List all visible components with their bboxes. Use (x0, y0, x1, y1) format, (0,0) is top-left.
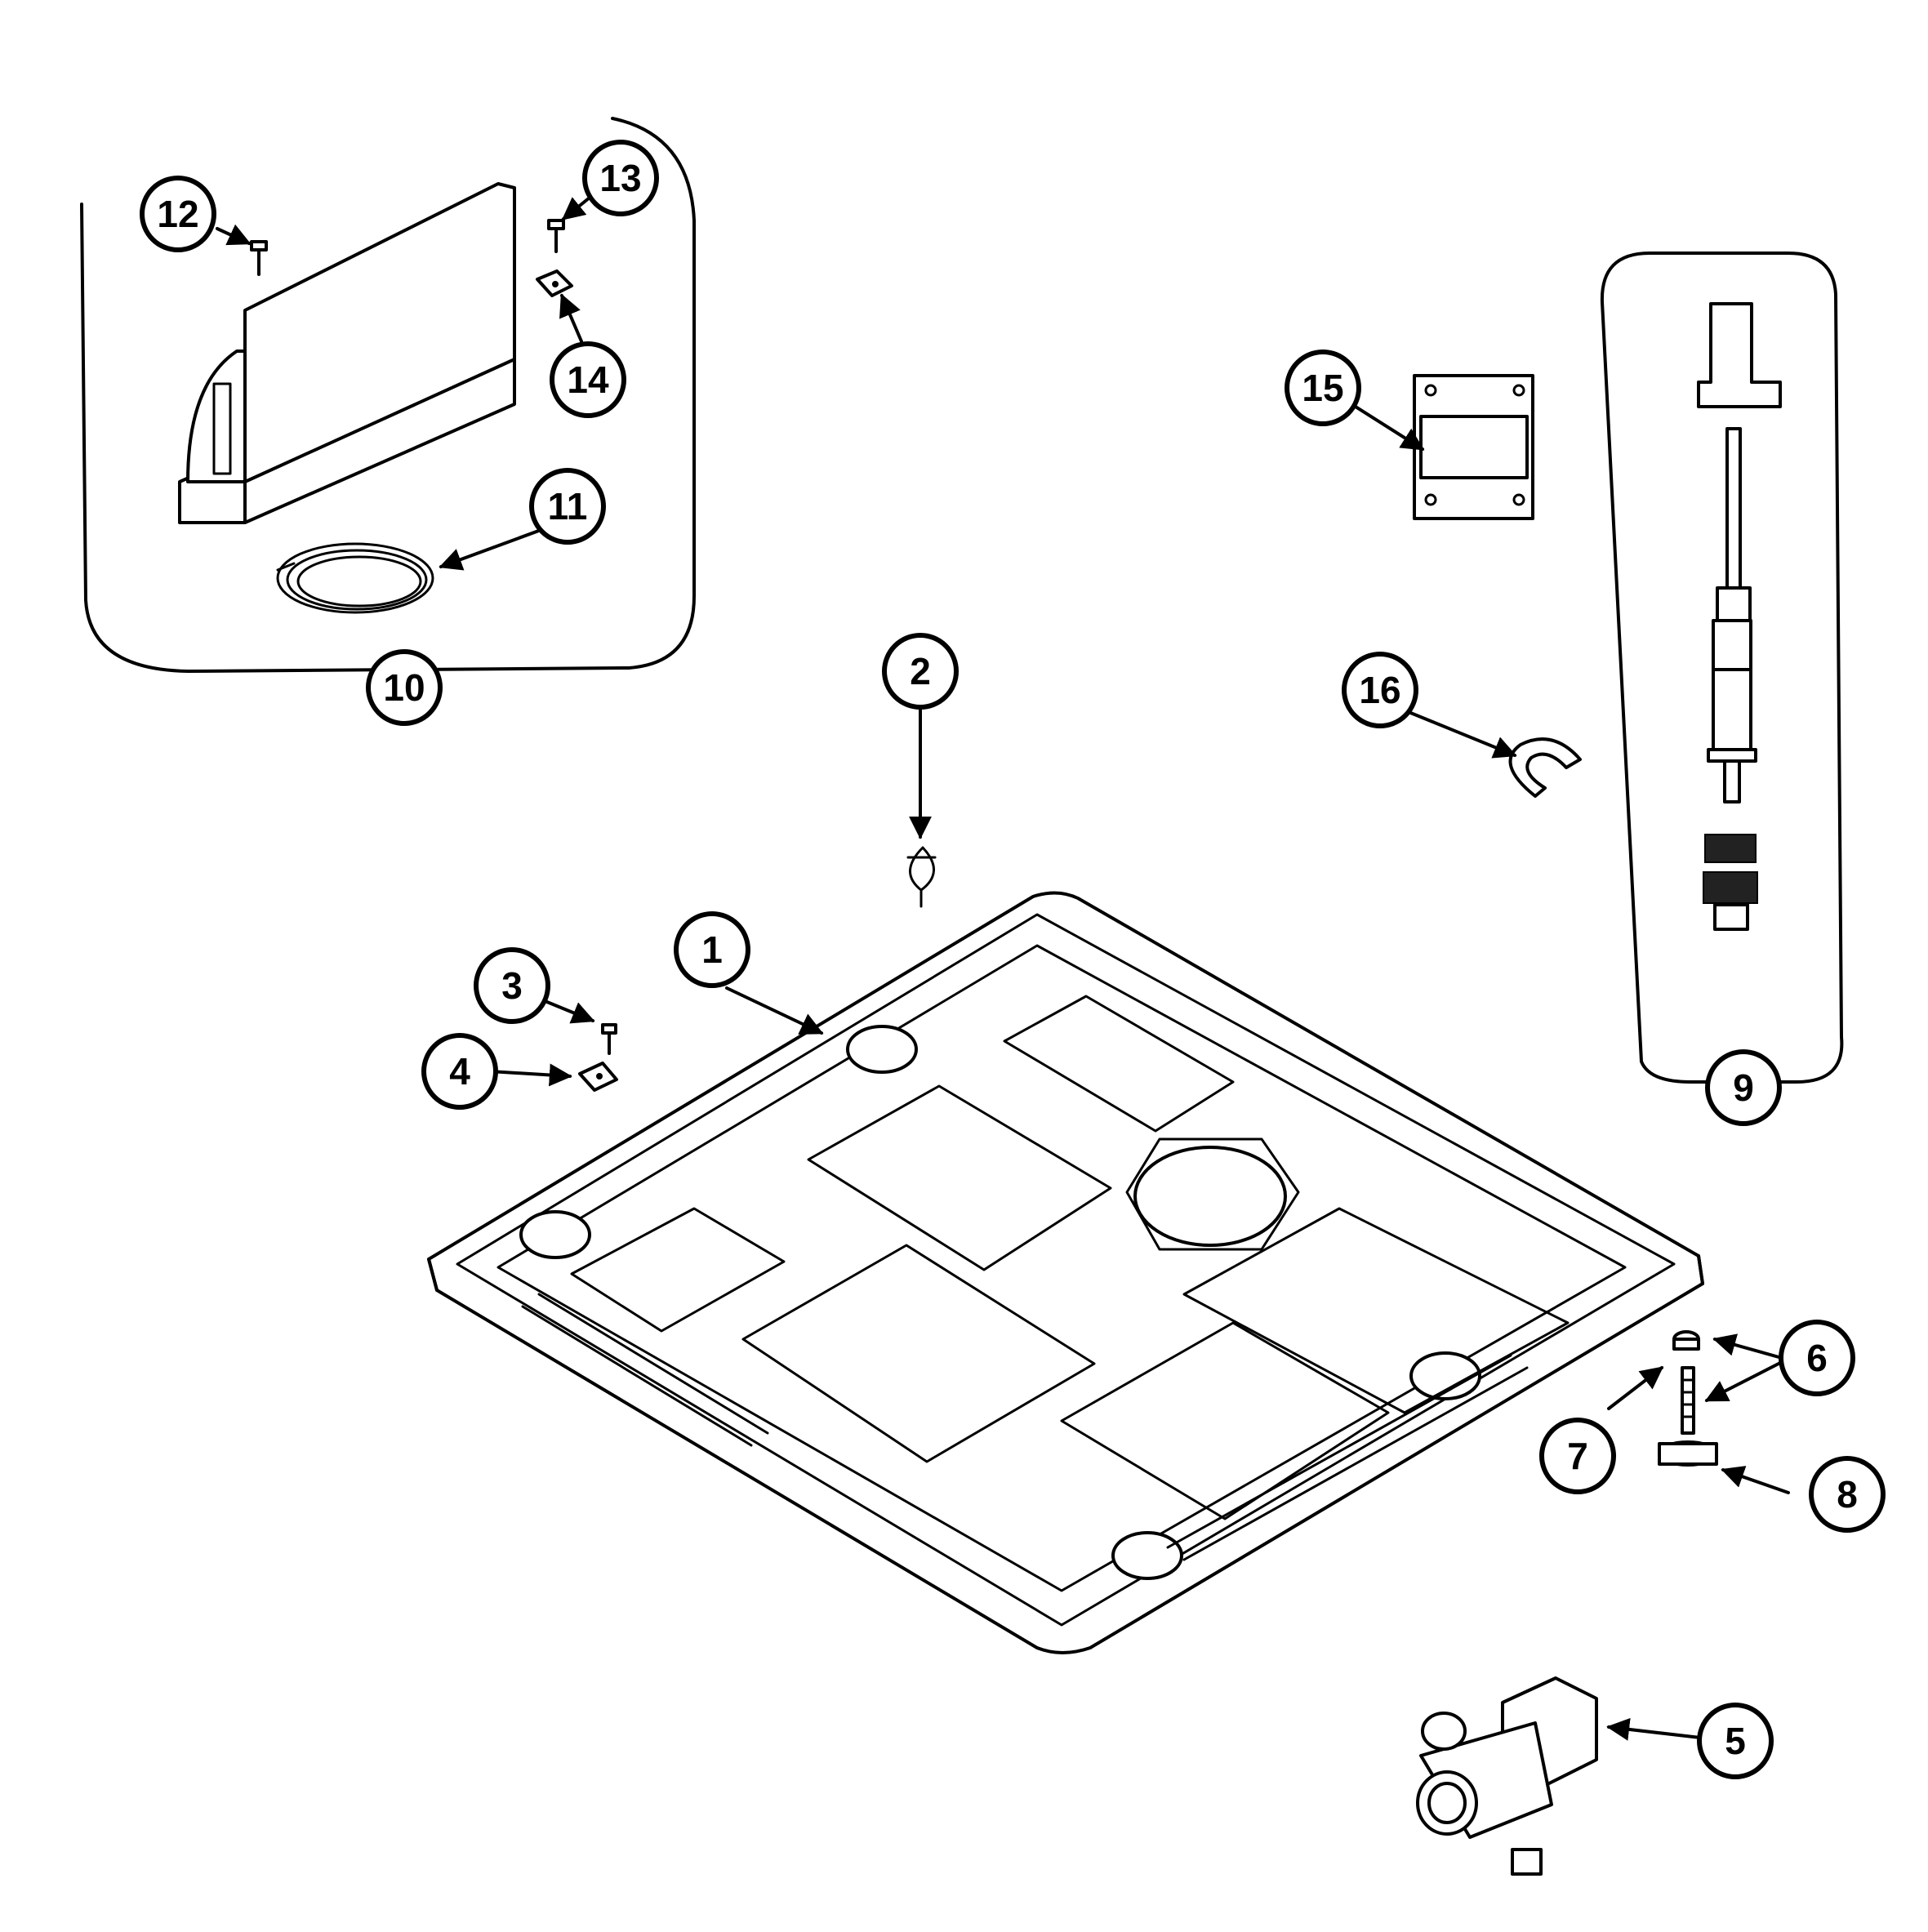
callout-9: 9 (1705, 1049, 1782, 1126)
kit-9-group-box (1600, 252, 1844, 1084)
callout-7: 7 (1539, 1418, 1616, 1494)
screw-13 (547, 219, 565, 253)
tubing-coil (276, 542, 434, 614)
callout-12: 12 (140, 176, 216, 252)
svg-text:4: 4 (449, 1050, 470, 1093)
svg-text:9: 9 (1733, 1066, 1754, 1109)
svg-text:12: 12 (157, 193, 198, 235)
base-pan (427, 891, 1704, 1654)
svg-text:14: 14 (567, 358, 609, 401)
svg-text:5: 5 (1725, 1720, 1746, 1762)
callout-2: 2 (882, 633, 959, 710)
water-valve (1416, 1676, 1598, 1876)
drain-hose-bracket (178, 182, 516, 524)
callout-13: 13 (582, 140, 659, 216)
kit-10-group-box (80, 117, 696, 673)
callout-14: 14 (550, 341, 626, 418)
transformer (1413, 374, 1534, 520)
svg-text:1: 1 (701, 928, 723, 971)
clip-14 (536, 269, 573, 297)
wire-clip (906, 846, 937, 908)
svg-text:10: 10 (383, 666, 425, 709)
callout-11: 11 (529, 468, 606, 545)
leveling-leg-assembly (1697, 302, 1782, 931)
callout-3: 3 (474, 947, 550, 1024)
leveling-nut (1672, 1330, 1700, 1351)
callout-15: 15 (1285, 349, 1361, 426)
svg-text:6: 6 (1806, 1337, 1828, 1379)
svg-text:11: 11 (548, 485, 588, 528)
callout-5: 5 (1697, 1703, 1774, 1779)
callout-6: 6 (1779, 1320, 1855, 1396)
leveling-foot (1658, 1440, 1718, 1467)
screw-3 (601, 1023, 617, 1055)
clip-4 (578, 1062, 618, 1092)
svg-text:3: 3 (501, 964, 523, 1007)
leveling-bolt (1681, 1366, 1695, 1435)
callout-8: 8 (1809, 1456, 1886, 1533)
svg-text:7: 7 (1567, 1435, 1588, 1477)
svg-text:2: 2 (910, 650, 931, 692)
svg-text:16: 16 (1359, 669, 1400, 711)
svg-text:15: 15 (1302, 367, 1343, 409)
svg-text:13: 13 (599, 157, 641, 199)
callout-16: 16 (1342, 652, 1418, 728)
svg-text:8: 8 (1837, 1473, 1858, 1516)
callout-10: 10 (366, 649, 443, 726)
retaining-ring (1508, 737, 1582, 798)
leader-lines (216, 196, 1790, 1741)
screw-12 (250, 240, 268, 276)
callout-1: 1 (674, 911, 750, 988)
callout-4: 4 (421, 1033, 498, 1110)
